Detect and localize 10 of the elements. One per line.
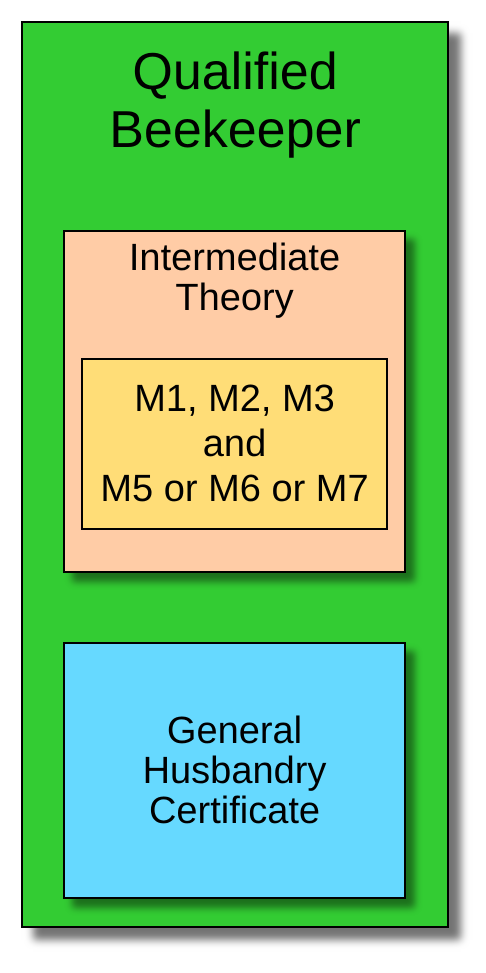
certificate-text: General Husbandry Certificate — [142, 710, 328, 830]
module-text: and — [202, 422, 266, 466]
module-text: M5 or M6 or M7 — [100, 466, 369, 512]
certificate-box — [63, 642, 406, 899]
box-title: Qualified Beekeeper — [108, 43, 362, 159]
theory-box — [63, 230, 406, 573]
qualification-box — [21, 21, 449, 928]
module-box — [81, 358, 388, 530]
module-text: M1, M2, M3 — [134, 376, 335, 422]
box-title: Intermediate Theory — [128, 238, 342, 318]
